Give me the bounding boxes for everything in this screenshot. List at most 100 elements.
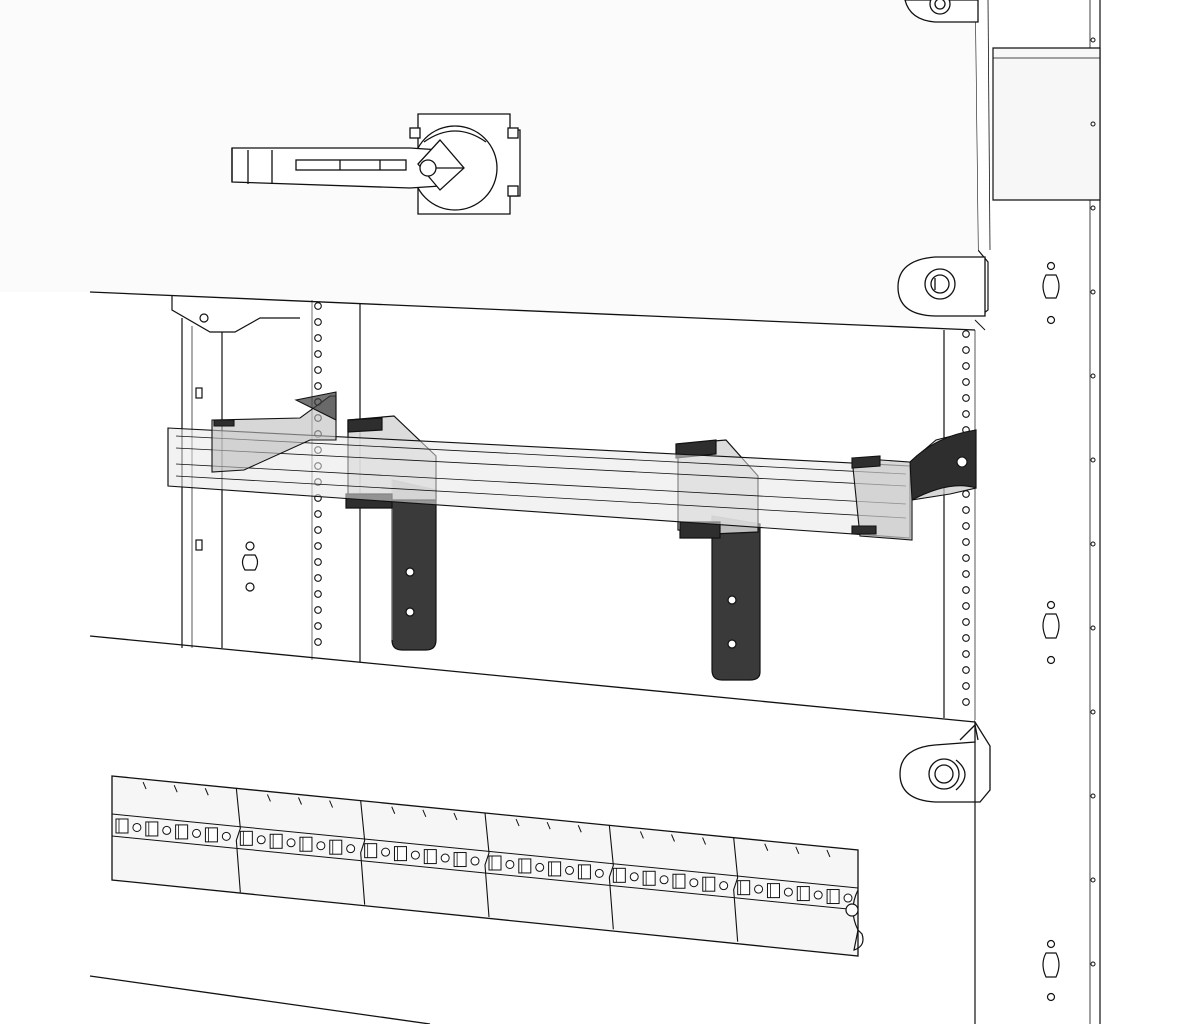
terminal-screw bbox=[629, 872, 639, 882]
perforation-hole bbox=[962, 506, 970, 514]
segment-tick bbox=[422, 809, 427, 818]
terminal-screw bbox=[286, 838, 296, 848]
perforation-hole bbox=[314, 334, 322, 342]
terminal-clamp bbox=[269, 833, 283, 849]
frame-dot bbox=[1090, 457, 1096, 463]
frame-dot bbox=[1090, 625, 1096, 631]
terminal-screw bbox=[659, 875, 669, 885]
frame-dots-outer bbox=[1090, 37, 1096, 967]
segment-band-top bbox=[111, 813, 237, 827]
segment-divider bbox=[608, 825, 614, 930]
terminal-clamp bbox=[115, 818, 129, 834]
frame-dot bbox=[1090, 793, 1096, 799]
segment-band-bottom bbox=[111, 835, 237, 849]
perforation-hole bbox=[962, 394, 970, 402]
terminal-clamp bbox=[175, 824, 189, 840]
segment-tick bbox=[391, 806, 396, 814]
frame-dot bbox=[1090, 877, 1096, 883]
terminal-clamp bbox=[548, 861, 562, 877]
perforation-hole bbox=[962, 522, 970, 530]
segment-band-bottom bbox=[484, 872, 610, 886]
perforation-hole bbox=[314, 526, 322, 534]
frame-dot bbox=[1090, 373, 1096, 379]
frame-dot bbox=[1090, 121, 1096, 127]
terminal-clamp bbox=[145, 821, 159, 837]
perforation-hole bbox=[314, 558, 322, 566]
terminal-screw bbox=[346, 844, 356, 854]
perforation-hole bbox=[314, 510, 322, 518]
terminal-block-segment bbox=[733, 837, 859, 942]
terminal-clamp bbox=[672, 873, 686, 889]
terminal-clamp bbox=[204, 827, 218, 843]
terminal-block-segment bbox=[235, 788, 361, 893]
segment-divider bbox=[733, 837, 739, 942]
perforation-hole bbox=[962, 330, 970, 338]
terminal-screw bbox=[535, 862, 545, 872]
keyhole-lower bbox=[1042, 939, 1060, 1002]
segment-tick bbox=[329, 800, 334, 808]
terminal-clamp bbox=[642, 870, 656, 886]
perforation-hole bbox=[962, 346, 970, 354]
terminal-clamp bbox=[766, 883, 780, 899]
keyhole-upper bbox=[1042, 261, 1060, 325]
terminal-strip-end-screw bbox=[845, 903, 859, 917]
frame-dot bbox=[1090, 709, 1096, 715]
terminal-clamp bbox=[299, 836, 313, 852]
segment-tick bbox=[671, 834, 675, 842]
keyhole-middle bbox=[1042, 600, 1060, 665]
frame-keyholes bbox=[1042, 261, 1060, 1002]
segment-band-bottom bbox=[609, 884, 734, 899]
perforation-hole bbox=[962, 666, 970, 674]
perforation-hole bbox=[962, 618, 970, 626]
terminal-block-segment bbox=[360, 800, 486, 905]
perforation-hole bbox=[962, 410, 970, 418]
perforation-hole bbox=[314, 302, 322, 310]
terminal-screw bbox=[470, 856, 480, 866]
segment-tick bbox=[702, 837, 707, 845]
terminal-clamp bbox=[612, 867, 626, 883]
terminal-screw bbox=[410, 850, 420, 860]
perforation-hole bbox=[314, 622, 322, 630]
segment-band-bottom bbox=[733, 897, 859, 911]
frame-dot bbox=[1090, 541, 1096, 547]
perforation-hole bbox=[314, 382, 322, 390]
segment-divider bbox=[235, 788, 241, 893]
perforation-hole bbox=[314, 638, 322, 646]
lower-door-panel bbox=[89, 742, 976, 1025]
perforation-hole bbox=[962, 554, 970, 562]
terminal-screw bbox=[132, 822, 142, 832]
terminal-block-strip bbox=[111, 775, 864, 957]
frame-dot bbox=[1090, 37, 1096, 43]
terminal-screw bbox=[754, 884, 764, 894]
middle-latch bbox=[897, 256, 986, 317]
terminal-screw bbox=[256, 835, 266, 845]
perforation-hole bbox=[962, 570, 970, 578]
terminal-screw bbox=[783, 887, 793, 897]
terminal-block-segment bbox=[484, 812, 610, 918]
terminal-clamp bbox=[488, 855, 502, 871]
perforation-hole bbox=[314, 318, 322, 326]
terminal-block-segment bbox=[608, 825, 734, 930]
terminal-clamp bbox=[453, 852, 467, 868]
segment-band-top bbox=[733, 875, 859, 889]
perforation-hole bbox=[962, 698, 970, 706]
perforation-hole bbox=[962, 362, 970, 370]
perforation-hole bbox=[314, 542, 322, 550]
top-latch bbox=[904, 0, 979, 23]
segment-tick bbox=[826, 849, 831, 858]
segment-band-top bbox=[609, 862, 734, 877]
terminal-screw bbox=[843, 893, 853, 903]
perforation-hole bbox=[962, 538, 970, 546]
segment-tick bbox=[204, 788, 209, 796]
frame-dot bbox=[1090, 289, 1096, 295]
segment-divider bbox=[484, 812, 490, 918]
terminal-screw bbox=[565, 865, 575, 875]
terminal-screw bbox=[192, 828, 202, 838]
terminal-clamp bbox=[737, 880, 751, 896]
segment-tick bbox=[795, 846, 800, 855]
rotary-switch-handle bbox=[231, 113, 521, 215]
segment-tick bbox=[173, 784, 178, 793]
segment-tick bbox=[764, 843, 769, 851]
